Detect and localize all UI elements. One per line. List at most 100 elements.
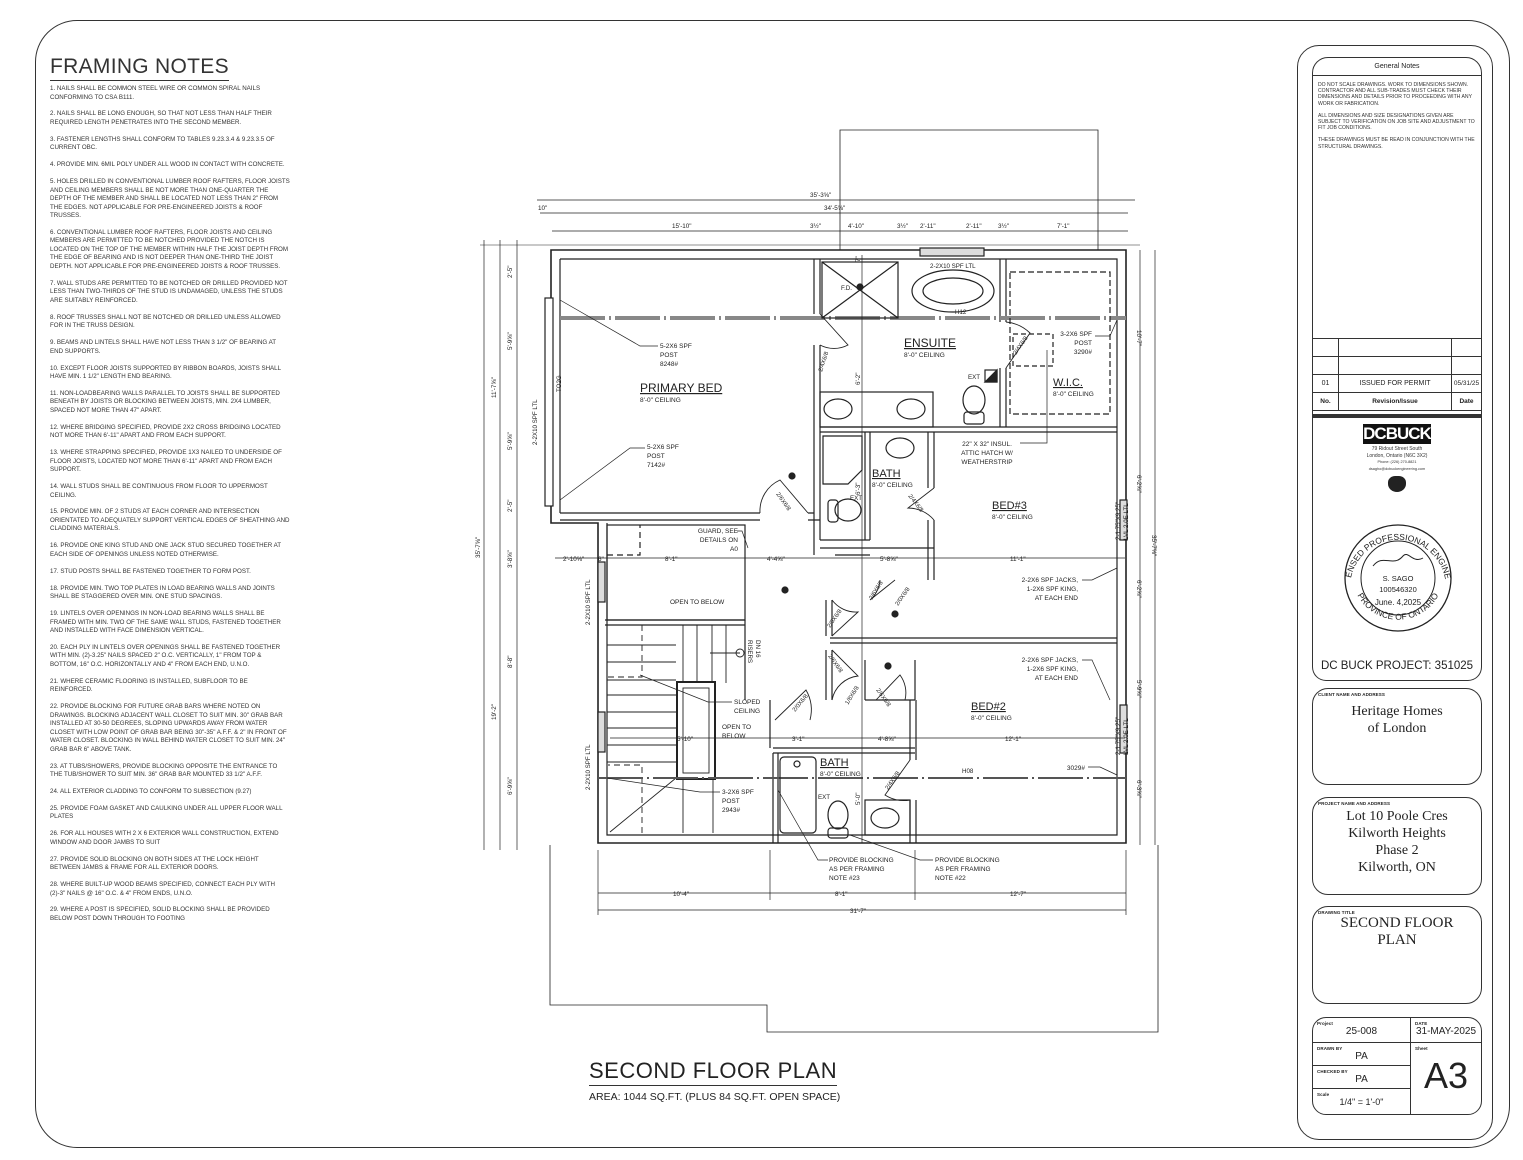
- dimension-label: 3'-8⅝": [507, 550, 514, 568]
- dimension-label: 6'-2⅝": [1135, 475, 1142, 493]
- plan-callout: OPEN TO: [722, 724, 751, 731]
- client-name-line: Heritage Homes: [1351, 704, 1443, 719]
- sheet-border: [35, 20, 1510, 1148]
- project-reference: DC BUCK PROJECT: 351025: [1320, 660, 1474, 672]
- room-ceiling: 8'-0" CEILING: [1053, 391, 1094, 398]
- vanity: [864, 799, 911, 836]
- dimension-label: 5'-9⅝": [507, 432, 514, 450]
- plan-callout: AS PER FRAMING: [829, 866, 885, 873]
- dimension-label: 11'-1": [1010, 556, 1026, 563]
- dimension-label: 2'-5": [507, 265, 514, 278]
- framing-note: 25. PROVIDE FOAM GASKET AND CAULKING UND…: [50, 804, 283, 821]
- project-line: Lot 10 Poole Cres: [1346, 809, 1448, 824]
- stamp-top-text: LICENSED PROFESSIONAL ENGINEER: [1313, 498, 1453, 580]
- revision-header-desc: Revision/Issue: [1338, 392, 1452, 411]
- framing-note: 18. PROVIDE MIN. TWO TOP PLATES IN LOAD …: [50, 584, 275, 601]
- window: [919, 247, 985, 257]
- dimension-label: 10'-7": [1135, 330, 1142, 346]
- plan-callout: 5-2X6 SPF: [647, 444, 679, 451]
- drawing-title-line: PLAN: [1377, 932, 1417, 948]
- dimension-label: 10'-4": [673, 891, 689, 898]
- plan-tag: H08: [962, 768, 974, 775]
- door-tag: 2/6X6/8: [874, 688, 891, 709]
- dimension-label: 3½": [810, 222, 821, 230]
- toilet: [834, 498, 862, 522]
- dimension-label: 15'-10": [672, 223, 692, 230]
- plan-callout: NOTE #22: [935, 875, 966, 882]
- general-notes-title: General Notes: [1313, 58, 1481, 76]
- drawing-title-box: DRAWING TITLE SECOND FLOOR PLAN: [1312, 906, 1482, 1004]
- drawing-caption-area: AREA: 1044 SQ.FT. (PLUS 84 SQ.FT. OPEN S…: [589, 1091, 841, 1103]
- dimension-label: 5'-0": [855, 792, 862, 805]
- plan-callout: GUARD, SEE: [698, 528, 739, 535]
- dimension-label: 3'-1": [792, 736, 805, 743]
- client-box: CLIENT NAME AND ADDRESS Heritage Homes o…: [1312, 688, 1482, 785]
- plan-callout: A0: [730, 546, 738, 553]
- project-line: Kilworth, ON: [1358, 860, 1436, 875]
- dimension-label: 5'-10": [677, 736, 693, 743]
- plan-callout: 1-2X6 SPF KING,: [1027, 586, 1078, 593]
- fixtures: [779, 261, 1111, 839]
- framing-note: 12. WHERE BRIDGING SPECIFIED, PROVIDE 2X…: [50, 423, 281, 440]
- plan-callout: 5-2X6 SPF: [660, 343, 692, 350]
- room-ceiling: 8'-0" CEILING: [640, 397, 681, 404]
- engineer-area: DCBUCK 79 Ridout Street South London, On…: [1312, 415, 1482, 681]
- room-ceiling: 8'-0" CEILING: [872, 482, 913, 489]
- framing-note: 23. AT TUBS/SHOWERS, PROVIDE BLOCKING OP…: [50, 762, 278, 779]
- door-tag: 2/4X6/8: [906, 494, 924, 515]
- dimension-label: 6": [598, 556, 604, 563]
- dimension-label: 6'-2⅝": [1135, 580, 1142, 598]
- scale-value: 1/4" = 1'-0": [1339, 1097, 1384, 1107]
- drawn-by-label: DRAWN BY: [1317, 1046, 1343, 1051]
- dimension-label: 8'-1": [665, 556, 678, 563]
- sheet-number: A3: [1423, 1055, 1469, 1096]
- dimension-label: 6'-9⅝": [507, 777, 514, 795]
- framing-note: 5. HOLES DRILLED IN CONVENTIONAL LUMBER …: [50, 178, 290, 220]
- scale-cell: Scale 1/4" = 1'-0": [1313, 1089, 1411, 1114]
- framing-notes-list: 1. NAILS SHALL BE COMMON STEEL WIRE OR C…: [50, 85, 290, 923]
- dimension-label: 4'-10": [848, 223, 864, 230]
- dimension-label: 35'-3⅝": [810, 192, 831, 199]
- project-box: PROJECT NAME AND ADDRESS Lot 10 Poole Cr…: [1312, 797, 1482, 895]
- project-number: 25-008: [1345, 1026, 1378, 1037]
- drawn-by-cell: DRAWN BY PA: [1313, 1043, 1411, 1066]
- open-to-below-area: [606, 524, 746, 621]
- scale-label: Scale: [1317, 1092, 1330, 1097]
- plan-callout: POST: [1074, 340, 1092, 347]
- plan-callout: NOTE #23: [829, 875, 860, 882]
- company-phone: Phone: (226) 270-8821: [1377, 460, 1417, 464]
- plan-callout: 22" X 32" INSUL.: [962, 441, 1012, 448]
- door-tag: 1/8X6/8: [845, 685, 861, 706]
- room-name: W.I.C.: [1053, 377, 1083, 389]
- interior-walls: [560, 259, 1117, 843]
- framing-note: 21. WHERE CERAMIC FLOORING IS INSTALLED,…: [50, 677, 248, 694]
- plan-tag: LVL 2.0E LTL: [1123, 503, 1130, 540]
- toilet: [962, 385, 986, 415]
- general-note: THESE DRAWINGS MUST BE READ IN CONJUNCTI…: [1318, 137, 1475, 150]
- framing-note: 14. WALL STUDS SHALL BE CONTINUOUS FROM …: [50, 483, 268, 499]
- date-cell: DATE 31-MAY-2025: [1411, 1018, 1481, 1043]
- plan-tag: RISERS: [746, 640, 753, 663]
- plan-callout: CEILING: [734, 708, 760, 715]
- revision-header-no: No.: [1312, 392, 1339, 411]
- title-block: [1297, 45, 1493, 1140]
- exterior-wall-outer: [550, 249, 1127, 844]
- project-info-box: Project 25-008 DATE 31-MAY-2025 DRAWN BY…: [1312, 1017, 1482, 1115]
- dimension-label: 5'-9⅝": [1135, 680, 1142, 698]
- signature: [1372, 554, 1424, 567]
- plan-tag: EXT: [850, 495, 862, 502]
- framing-note: 26. FOR ALL HOUSES WITH 2 X 6 EXTERIOR W…: [50, 830, 279, 846]
- door-swings: [759, 313, 1031, 801]
- dimension-label: 8'-8": [507, 655, 514, 668]
- plan-callout: 2943#: [722, 807, 740, 814]
- vanity: [819, 391, 934, 428]
- framing-note: 19. LINTELS OVER OPENINGS IN NON-LOAD BE…: [50, 610, 281, 635]
- bathtub: [779, 756, 817, 834]
- stair: [607, 625, 745, 833]
- plan-callout: POST: [660, 352, 678, 359]
- window: [544, 297, 554, 507]
- framing-note: 6. CONVENTIONAL LUMBER ROOF RAFTERS, FLO…: [50, 228, 289, 270]
- plan-tag: 2-2X10 SPF LTL: [585, 579, 592, 625]
- general-note: ALL DIMENSIONS AND SIZE DESIGNATIONS GIV…: [1318, 112, 1475, 132]
- room-name: BED#2: [971, 701, 1006, 713]
